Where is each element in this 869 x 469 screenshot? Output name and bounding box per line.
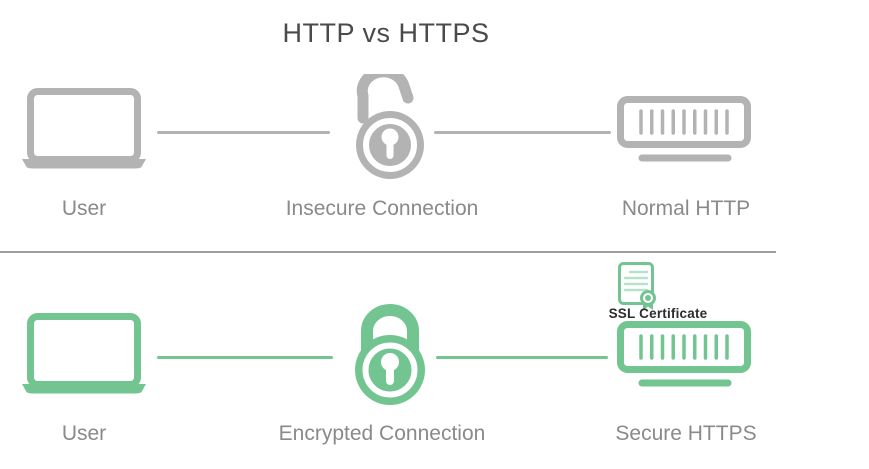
user-label: User [61, 422, 107, 445]
connection-line [434, 131, 611, 134]
connection-line [157, 356, 333, 359]
server-icon [617, 321, 751, 396]
user-label: User [61, 197, 107, 220]
laptop-icon [22, 88, 146, 175]
open-padlock-icon [352, 66, 428, 187]
ssl-certificate-icon [618, 262, 658, 315]
connection-label: Encrypted Connection [278, 422, 486, 445]
server-icon [617, 96, 751, 171]
connection-line [157, 131, 330, 134]
closed-padlock-icon [352, 298, 428, 413]
row-divider [0, 251, 776, 253]
page-title: HTTP vs HTTPS [282, 18, 490, 48]
laptop-icon [22, 313, 146, 400]
connection-label: Insecure Connection [285, 197, 479, 220]
server-label: Secure HTTPS [615, 422, 757, 445]
connection-line [436, 356, 608, 359]
server-label: Normal HTTP [621, 197, 751, 220]
ssl-certificate-label: SSL Certificate [608, 306, 708, 321]
